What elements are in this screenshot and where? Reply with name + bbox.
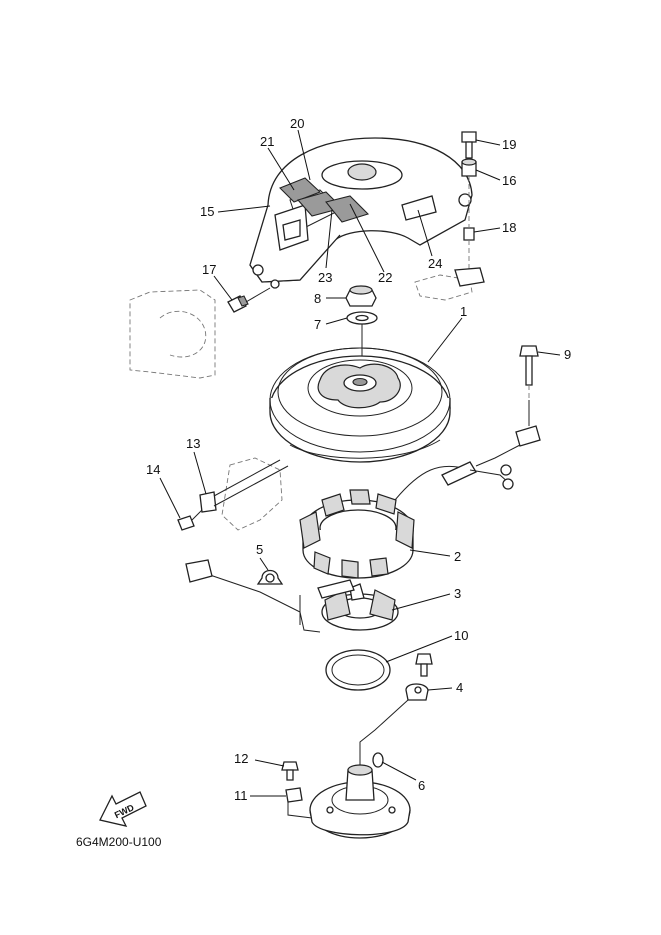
flywheel [269,347,451,463]
callout-2: 2 [454,549,461,564]
pulser-coil [185,559,399,633]
stator-bolt [519,345,539,400]
callout-19: 19 [502,137,516,152]
cover-mount-hardware [454,131,485,287]
callout-12: 12 [234,751,248,766]
drawing-code: 6G4M200-U100 [76,835,162,849]
callout-3: 3 [454,586,461,601]
callout-24: 24 [428,256,442,271]
callout-11: 11 [234,788,248,803]
callout-20: 20 [290,116,304,131]
callout-18: 18 [502,220,516,235]
dowel-pin [372,752,384,768]
callout-8: 8 [314,291,321,306]
callout-17: 17 [202,262,216,277]
lead-clamp-bolt [359,653,433,770]
forward-arrow: FWD [99,791,147,827]
callout-1: 1 [460,304,467,319]
callout-9: 9 [564,347,571,362]
callout-4: 4 [456,680,463,695]
callout-leaders [159,129,561,797]
callout-10: 10 [454,628,468,643]
retainer-ring [325,649,391,691]
wire-clamp [256,569,284,585]
callout-22: 22 [378,270,392,285]
cover-side-bolt [227,287,271,313]
flywheel-cover [249,137,473,289]
callout-21: 21 [260,134,274,149]
callout-15: 15 [200,204,214,219]
base-screw-plate [281,761,313,819]
engine-ghost-outline [129,274,473,531]
callout-5: 5 [256,542,263,557]
callout-numbers: 1 2 3 4 5 6 7 8 9 10 11 12 13 14 15 16 1… [146,116,571,803]
stator-base-plate [309,764,411,839]
callout-16: 16 [502,173,516,188]
stator-assembly [299,400,541,579]
wire-bracket [177,459,289,531]
callout-7: 7 [314,317,321,332]
callout-13: 13 [186,436,200,451]
callout-23: 23 [318,270,332,285]
callout-14: 14 [146,462,160,477]
callout-6: 6 [418,778,425,793]
flywheel-nut-washer [345,285,378,380]
